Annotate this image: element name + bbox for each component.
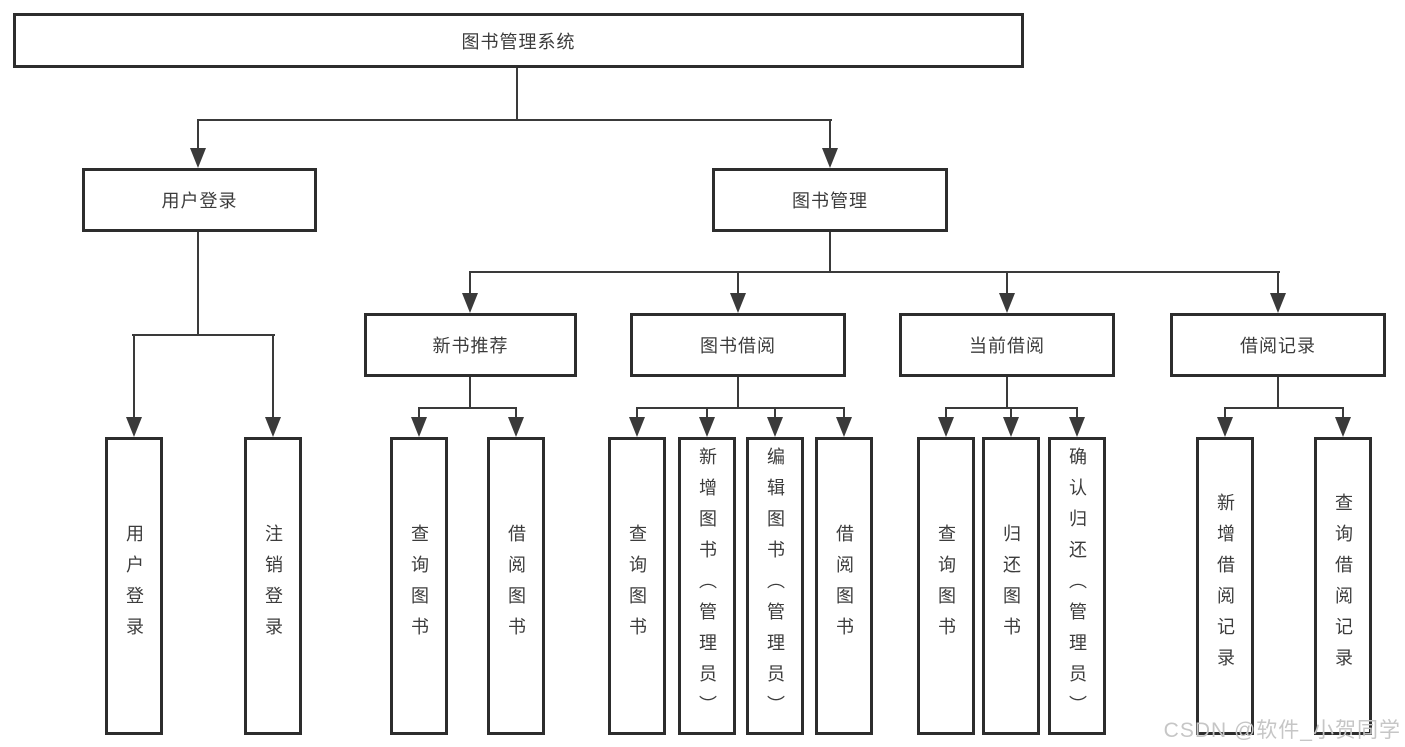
node-label: 图书管理 (792, 191, 868, 211)
connector-drop (1224, 407, 1226, 420)
leaf-label: 查询借阅记录 (1333, 493, 1353, 679)
leaf-label: 确认归还（管理员） (1067, 446, 1087, 726)
connector-drop-book-borrowing (737, 271, 739, 295)
arrowhead-new-book-recommend (462, 293, 478, 313)
leaf-add-borrow-record: 新增借阅记录 (1196, 437, 1254, 735)
connector-drop (1342, 407, 1344, 420)
node-user-login: 用户登录 (82, 168, 317, 232)
leaf-query-books-current: 查询图书 (917, 437, 975, 735)
connector-level3-bar (469, 271, 1280, 273)
connector-drop (843, 407, 845, 420)
node-label: 用户登录 (161, 191, 238, 211)
leaf-logout: 注销登录 (244, 437, 302, 735)
connector-borrowing-records-stem (1277, 377, 1279, 408)
node-label: 当前借阅 (969, 336, 1045, 356)
node-new-book-recommend: 新书推荐 (364, 313, 577, 377)
node-book-borrowing: 图书借阅 (630, 313, 846, 377)
connector-book-management-stem (829, 232, 831, 273)
connector-level2-bar (197, 119, 832, 121)
leaf-label: 查询图书 (936, 524, 956, 648)
connector-drop-user-login (197, 119, 199, 150)
arrowhead (699, 417, 715, 437)
connector-user-login-bar (132, 334, 275, 336)
arrowhead-leaf-user-login (126, 417, 142, 437)
connector-drop-new-book-recommend (469, 271, 471, 295)
connector-current-borrowing-stem (1006, 377, 1008, 408)
arrowhead-book-management (822, 148, 838, 168)
connector-drop (1010, 407, 1012, 420)
node-label: 图书管理系统 (461, 31, 576, 52)
leaf-return-books: 归还图书 (982, 437, 1040, 735)
connector-drop-borrowing-records (1277, 271, 1279, 295)
arrowhead-leaf-logout (265, 417, 281, 437)
connector-book-borrowing-bar (636, 407, 845, 409)
arrowhead (1335, 417, 1351, 437)
leaf-edit-books-admin: 编辑图书（管理员） (746, 437, 804, 735)
node-label: 借阅记录 (1240, 336, 1316, 356)
arrowhead-current-borrowing (999, 293, 1015, 313)
connector-drop (774, 407, 776, 420)
arrowhead-borrowing-records (1270, 293, 1286, 313)
leaf-label: 查询图书 (409, 524, 429, 648)
csdn-watermark: CSDN @软件_小贺同学 (1163, 719, 1401, 742)
connector-root-stem (516, 68, 518, 120)
leaf-label: 注销登录 (263, 524, 283, 648)
leaf-label: 新增借阅记录 (1215, 493, 1235, 679)
connector-drop-leaf-user-login (133, 334, 135, 419)
leaf-confirm-return-admin: 确认归还（管理员） (1048, 437, 1106, 735)
connector-borrowing-records-bar (1224, 407, 1344, 409)
connector-new-book-bar (418, 407, 517, 409)
connector-drop (1076, 407, 1078, 420)
arrowhead (1069, 417, 1085, 437)
connector-drop (418, 407, 420, 420)
arrowhead (767, 417, 783, 437)
arrowhead (938, 417, 954, 437)
leaf-add-books-admin: 新增图书（管理员） (678, 437, 736, 735)
connector-new-book-stem (469, 377, 471, 408)
connector-book-borrowing-stem (737, 377, 739, 408)
leaf-label: 借阅图书 (506, 524, 526, 648)
arrowhead (1003, 417, 1019, 437)
node-current-borrowing: 当前借阅 (899, 313, 1115, 377)
leaf-user-login: 用户登录 (105, 437, 163, 735)
connector-drop-leaf-logout (272, 334, 274, 419)
leaf-query-books-borrowing: 查询图书 (608, 437, 666, 735)
node-library-management-system: 图书管理系统 (13, 13, 1024, 68)
leaf-label: 查询图书 (627, 524, 647, 648)
arrowhead (836, 417, 852, 437)
leaf-borrow-books-borrowing: 借阅图书 (815, 437, 873, 735)
node-borrowing-records: 借阅记录 (1170, 313, 1386, 377)
leaf-label: 用户登录 (124, 524, 144, 648)
leaf-label: 编辑图书（管理员） (765, 446, 785, 726)
connector-drop (636, 407, 638, 420)
arrowhead (629, 417, 645, 437)
connector-drop (945, 407, 947, 420)
node-label: 图书借阅 (700, 336, 776, 356)
arrowhead (1217, 417, 1233, 437)
connector-user-login-stem (197, 232, 199, 336)
node-book-management: 图书管理 (712, 168, 948, 232)
leaf-label: 借阅图书 (834, 524, 854, 648)
arrowhead (411, 417, 427, 437)
connector-drop-book-management (829, 119, 831, 150)
connector-drop (706, 407, 708, 420)
leaf-query-books-recommend: 查询图书 (390, 437, 448, 735)
node-label: 新书推荐 (432, 336, 509, 356)
arrowhead-book-borrowing (730, 293, 746, 313)
leaf-label: 新增图书（管理员） (697, 446, 717, 726)
connector-drop (515, 407, 517, 420)
arrowhead-user-login (190, 148, 206, 168)
connector-drop-current-borrowing (1006, 271, 1008, 295)
arrowhead (508, 417, 524, 437)
leaf-label: 归还图书 (1001, 524, 1021, 648)
leaf-borrow-books-recommend: 借阅图书 (487, 437, 545, 735)
leaf-query-borrow-record: 查询借阅记录 (1314, 437, 1372, 735)
